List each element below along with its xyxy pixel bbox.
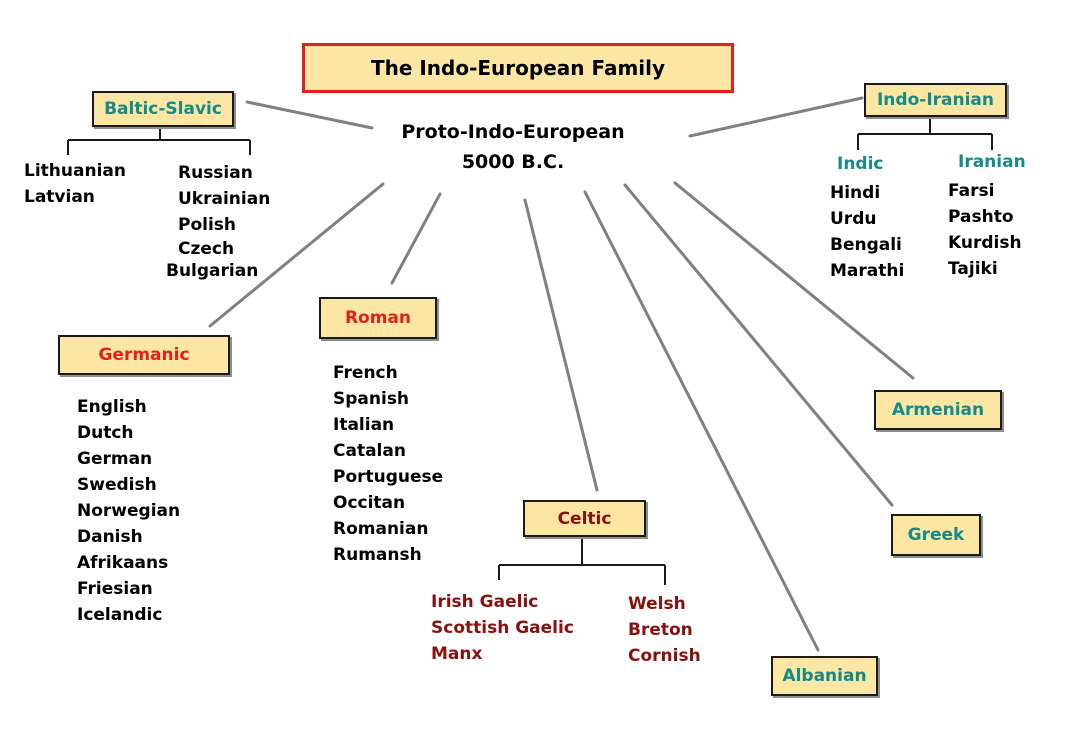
line-celtic [523, 198, 599, 492]
list-item: Swedish [77, 475, 157, 495]
list-item: Bulgarian [166, 261, 259, 281]
list-item: Urdu [830, 209, 877, 229]
list-item: Breton [628, 620, 693, 640]
line-albanian [583, 190, 820, 652]
list-item: Friesian [77, 579, 153, 599]
indic-language-list: Hindi Urdu Bengali Marathi [830, 180, 904, 284]
albanian-box: Albanian [771, 656, 878, 696]
list-item: Hindi [830, 183, 881, 203]
list-item: Tajiki [948, 259, 998, 279]
line-armenian [673, 181, 915, 380]
list-item: Marathi [830, 261, 905, 281]
list-item: Bengali [830, 235, 902, 255]
list-item: Portuguese [333, 467, 444, 487]
list-item: Italian [333, 415, 395, 435]
root-node: Proto-Indo-European 5000 B.C. [368, 117, 658, 177]
list-item: Kurdish [948, 233, 1022, 253]
iranian-language-list: Farsi Pashto Kurdish Tajiki [948, 178, 1022, 282]
list-item: French [333, 363, 398, 383]
list-item: Manx [431, 644, 483, 664]
list-item: Czech [178, 239, 235, 259]
list-item: English [77, 397, 147, 417]
list-item: Scottish Gaelic [431, 618, 574, 638]
list-item: Russian [178, 163, 253, 183]
list-item: Danish [77, 527, 143, 547]
line-roman [390, 192, 442, 285]
list-item: Spanish [333, 389, 410, 409]
greek-box: Greek [891, 514, 981, 556]
list-item: Latvian [24, 187, 95, 207]
germanic-box: Germanic [58, 335, 230, 375]
list-item: German [77, 449, 153, 469]
diagram-title: The Indo-European Family [302, 43, 734, 93]
slavic-language-list-bulgarian: Bulgarian [166, 260, 258, 282]
baltic-language-list: Lithuanian Latvian [24, 158, 126, 210]
line-greek [623, 183, 894, 507]
roman-language-list: French Spanish Italian Catalan Portugues… [333, 360, 443, 568]
germanic-language-list: English Dutch German Swedish Norwegian D… [77, 394, 180, 628]
list-item: Occitan [333, 493, 406, 513]
line-baltic-slavic [245, 100, 374, 130]
list-item: Pashto [948, 207, 1014, 227]
slavic-language-list: Russian Ukrainian Polish Czech [178, 160, 270, 260]
list-item: Icelandic [77, 605, 163, 625]
line-germanic [208, 182, 385, 328]
line-indo-iranian [688, 96, 864, 138]
brythonic-language-list: Welsh Breton Cornish [628, 591, 701, 669]
list-item: Catalan [333, 441, 406, 461]
list-item: Rumansh [333, 545, 422, 565]
list-item: Polish [178, 215, 237, 235]
armenian-box: Armenian [874, 390, 1002, 430]
roman-box: Roman [319, 297, 437, 339]
list-item: Afrikaans [77, 553, 169, 573]
indic-label: Indic [837, 154, 884, 174]
list-item: Romanian [333, 519, 429, 539]
indo-iranian-box: Indo-Iranian [864, 83, 1007, 117]
list-item: Norwegian [77, 501, 181, 521]
list-item: Welsh [628, 594, 686, 614]
iranian-label: Iranian [958, 152, 1026, 172]
baltic-slavic-box: Baltic-Slavic [92, 91, 234, 127]
list-item: Farsi [948, 181, 995, 201]
list-item: Lithuanian [24, 161, 126, 181]
root-date: 5000 B.C. [461, 151, 565, 173]
list-item: Cornish [628, 646, 701, 666]
list-item: Dutch [77, 423, 134, 443]
list-item: Irish Gaelic [431, 592, 539, 612]
root-name: Proto-Indo-European [401, 121, 625, 143]
celtic-box: Celtic [523, 500, 646, 537]
list-item: Ukrainian [178, 189, 271, 209]
goidelic-language-list: Irish Gaelic Scottish Gaelic Manx [431, 589, 574, 667]
